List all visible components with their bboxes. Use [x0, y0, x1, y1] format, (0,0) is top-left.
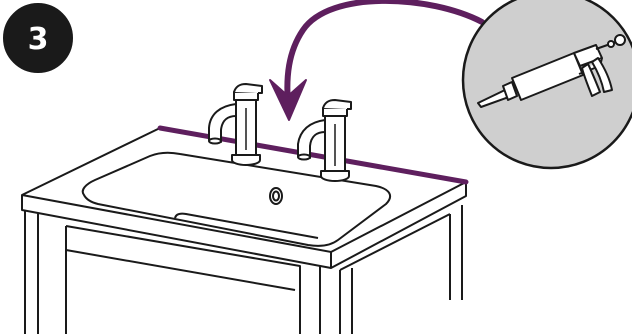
overflow-hole: [270, 188, 282, 204]
step-number: 3: [28, 22, 49, 57]
step-badge: 3: [4, 4, 72, 72]
curved-arrow-icon: [270, 1, 482, 120]
tool-inset: [463, 0, 632, 168]
